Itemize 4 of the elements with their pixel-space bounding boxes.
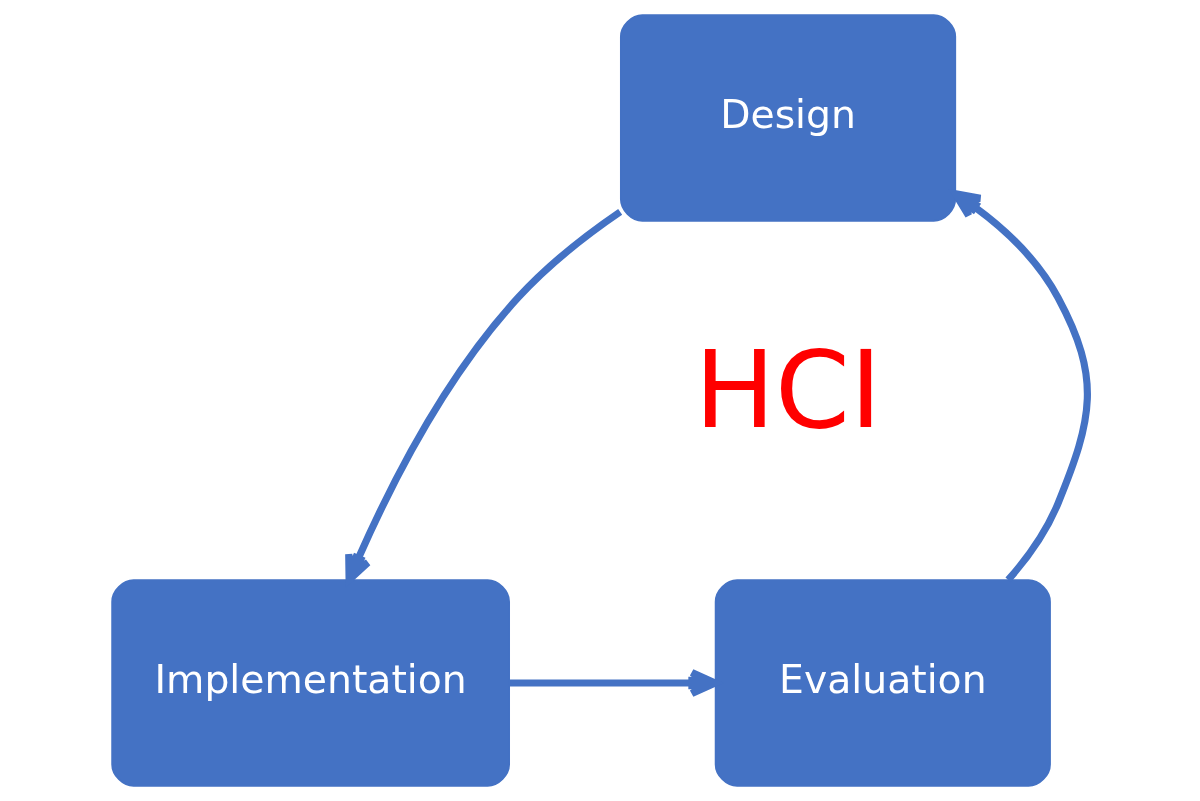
node-box: Implementation: [111, 579, 510, 787]
node-box: Evaluation: [714, 579, 1051, 787]
node-box: Design: [619, 14, 957, 222]
label: HCI: [694, 327, 882, 453]
